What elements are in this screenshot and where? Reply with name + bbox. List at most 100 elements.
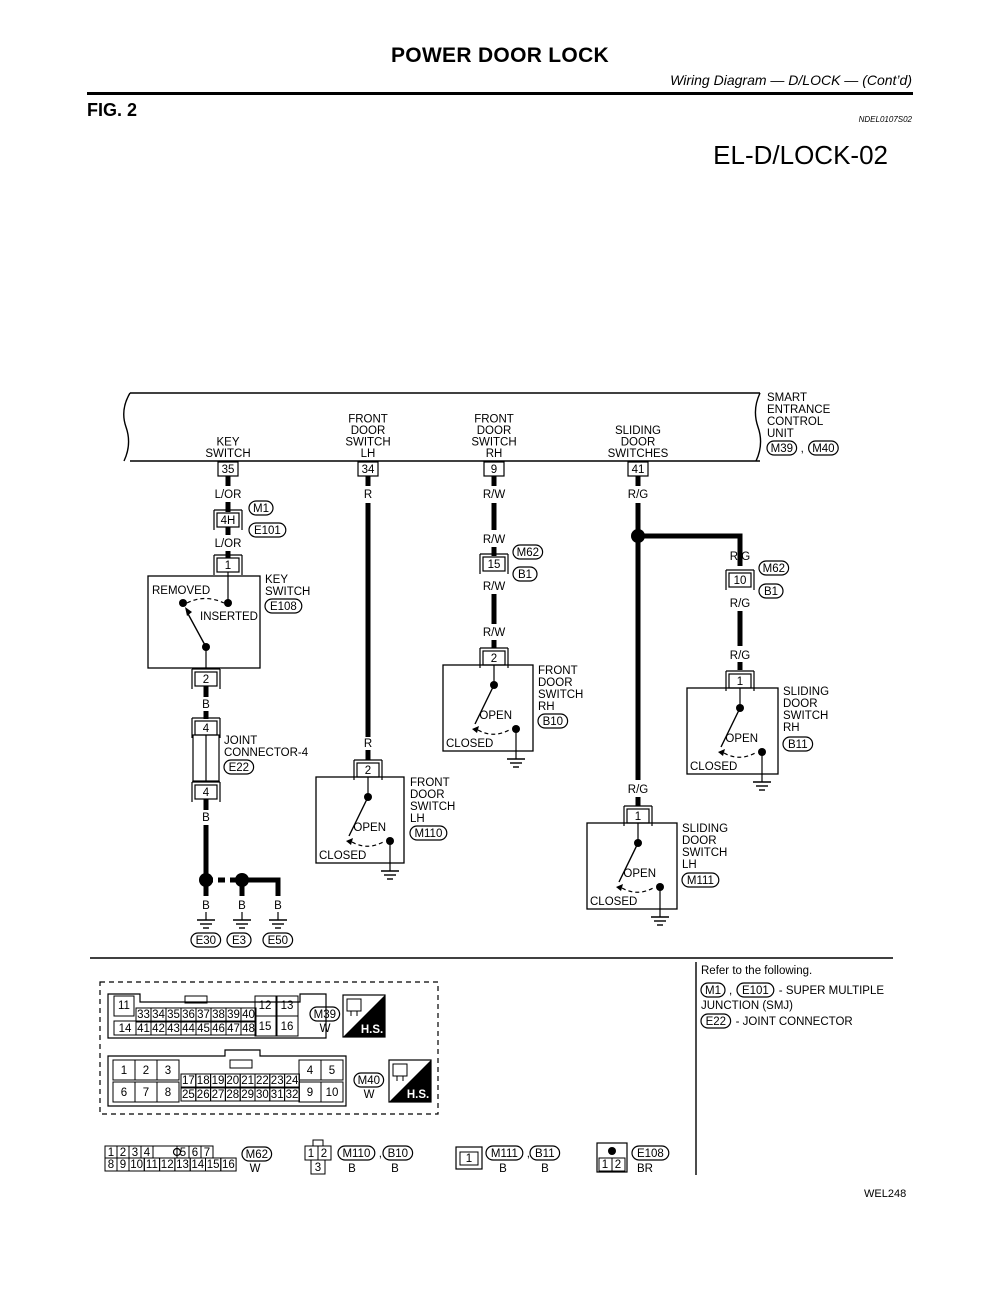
control-unit-label: UNIT — [767, 428, 794, 440]
m40-bot-num: 29 — [241, 1089, 254, 1101]
key-switch-label: SWITCH — [265, 586, 310, 598]
pin-num-41: 41 — [632, 464, 645, 476]
m40-bot-num: 28 — [226, 1089, 239, 1101]
front-lh-label: DOOR — [410, 789, 445, 801]
inline-15-num: 15 — [488, 559, 501, 571]
figure-label: FIG. 2 — [87, 100, 138, 120]
wire-b — [242, 877, 281, 896]
m62-color: W — [250, 1163, 261, 1175]
front-lh-pin-num: 2 — [365, 765, 371, 777]
refer-m1-tag-text: M1 — [705, 985, 721, 997]
e108-num: 1 — [602, 1159, 608, 1171]
m39-hs-badge-text: H.S. — [361, 1024, 383, 1036]
m62-num: 4 — [144, 1147, 151, 1159]
connector-m110-tag — [409, 825, 448, 841]
connector-b1-tag-text: B1 — [518, 569, 532, 581]
junction-4h-num: 4H — [221, 515, 236, 527]
sliding-rh-label: RH — [783, 722, 800, 734]
control-unit-label: ENTRANCE — [767, 404, 831, 416]
refer-e22-tag — [700, 1013, 732, 1029]
m40-bot-num: 31 — [271, 1089, 284, 1101]
m111-sep: , — [527, 1148, 530, 1160]
connector-b10-tag — [537, 713, 569, 729]
front-lh-label: FRONT — [410, 777, 450, 789]
m40-hs-badge-glyph — [392, 1063, 408, 1077]
m40-mid-cell — [284, 1073, 300, 1088]
front-door-switch-rh-open-label: OPEN — [479, 710, 512, 722]
ground-wire-color: B — [238, 900, 246, 912]
section-code: NDEL0107S02 — [858, 115, 912, 124]
pin-label-34: DOOR — [351, 425, 386, 437]
wire-color-rw-3: R/W — [483, 581, 506, 593]
ground-tag-E30 — [190, 932, 222, 948]
b10-view-tag — [382, 1145, 414, 1161]
m40-cell — [156, 1059, 180, 1081]
joint-pin-top-num: 4 — [203, 723, 210, 735]
m40-num: 10 — [326, 1087, 339, 1099]
m40-cell — [156, 1081, 180, 1103]
control-unit-label: CONTROL — [767, 416, 824, 428]
m62-num: 14 — [191, 1159, 204, 1171]
connector-m62-tag-2-text: M62 — [763, 563, 785, 575]
m62-num: 2 — [120, 1147, 126, 1159]
sliding-door-switch-rh-arrow — [718, 749, 725, 756]
m110-num: 3 — [315, 1162, 321, 1174]
sliding-door-switch-lh-closed-label: CLOSED — [590, 896, 637, 908]
wire-rg — [638, 533, 743, 566]
m62-view-tag-text: M62 — [246, 1149, 268, 1161]
pin-label-41: SWITCHES — [608, 448, 669, 460]
key-switch-removed-contact — [179, 599, 187, 607]
m40-num: 4 — [307, 1065, 314, 1077]
m110-color: B — [348, 1163, 356, 1175]
inline-10 — [728, 572, 752, 588]
sliding-rh-label: SLIDING — [783, 686, 829, 698]
refer-title: Refer to the following. — [701, 965, 812, 977]
key-switch-inserted-label: INSERTED — [200, 611, 258, 623]
m39-num: 14 — [119, 1023, 132, 1035]
front-door-switch-rh-box — [442, 664, 534, 752]
m40-num: 7 — [143, 1087, 149, 1099]
refer-m1-tag — [700, 982, 726, 998]
m39-mid-num: 34 — [152, 1009, 165, 1021]
m110-sep: , — [379, 1148, 382, 1160]
pin-label-34: FRONT — [348, 414, 388, 426]
connector-b10-tag-text: B10 — [543, 716, 563, 728]
connector-m39-tag-text: M39 — [771, 443, 793, 455]
wire-color-lor: L/OR — [215, 489, 242, 501]
m39-hs-badge-glyph — [346, 998, 362, 1012]
connector-views-frame — [99, 981, 439, 1115]
b11-view-tag — [529, 1145, 561, 1161]
m39-num: 15 — [259, 1021, 272, 1033]
m40-bot-num: 27 — [212, 1089, 225, 1101]
pin-label-41: SLIDING — [615, 425, 661, 437]
ground-tag-E50-text: E50 — [268, 935, 288, 947]
connector-b1-tag-2 — [758, 583, 784, 599]
b11-view-tag-text: B11 — [535, 1148, 555, 1160]
separator: , — [801, 443, 804, 455]
wire-color-r: R — [364, 489, 372, 501]
m62-num: 13 — [176, 1159, 189, 1171]
m39-cell — [254, 1015, 277, 1037]
connector-e108-tag-text: E108 — [270, 601, 297, 613]
b10-color: B — [391, 1163, 399, 1175]
sliding-door-switch-rh-box — [686, 687, 779, 775]
m40-num: 3 — [165, 1065, 171, 1077]
key-switch-box — [147, 575, 261, 669]
footer-code: WEL248 — [864, 1188, 907, 1200]
m40-num: 8 — [165, 1087, 171, 1099]
front-rh-label: FRONT — [538, 665, 578, 677]
m40-mid-num: 22 — [256, 1075, 269, 1087]
connector-m62-tag — [512, 544, 544, 560]
pin-label-41: DOOR — [621, 437, 656, 449]
m39-bot-num: 46 — [212, 1023, 225, 1035]
pin-label-34: LH — [361, 448, 376, 460]
m62-num: 6 — [192, 1147, 198, 1159]
m39-mid-num: 35 — [167, 1009, 180, 1021]
key-switch-pin1-num: 1 — [225, 560, 231, 572]
diagram-id: EL-D/LOCK-02 — [713, 140, 888, 170]
front-door-switch-lh-blade — [348, 796, 369, 837]
sliding-rh-label: DOOR — [783, 698, 818, 710]
pin-label-9: DOOR — [477, 425, 512, 437]
m40-view-tag-text: M40 — [358, 1075, 380, 1087]
sliding-lh-label: LH — [682, 859, 697, 871]
